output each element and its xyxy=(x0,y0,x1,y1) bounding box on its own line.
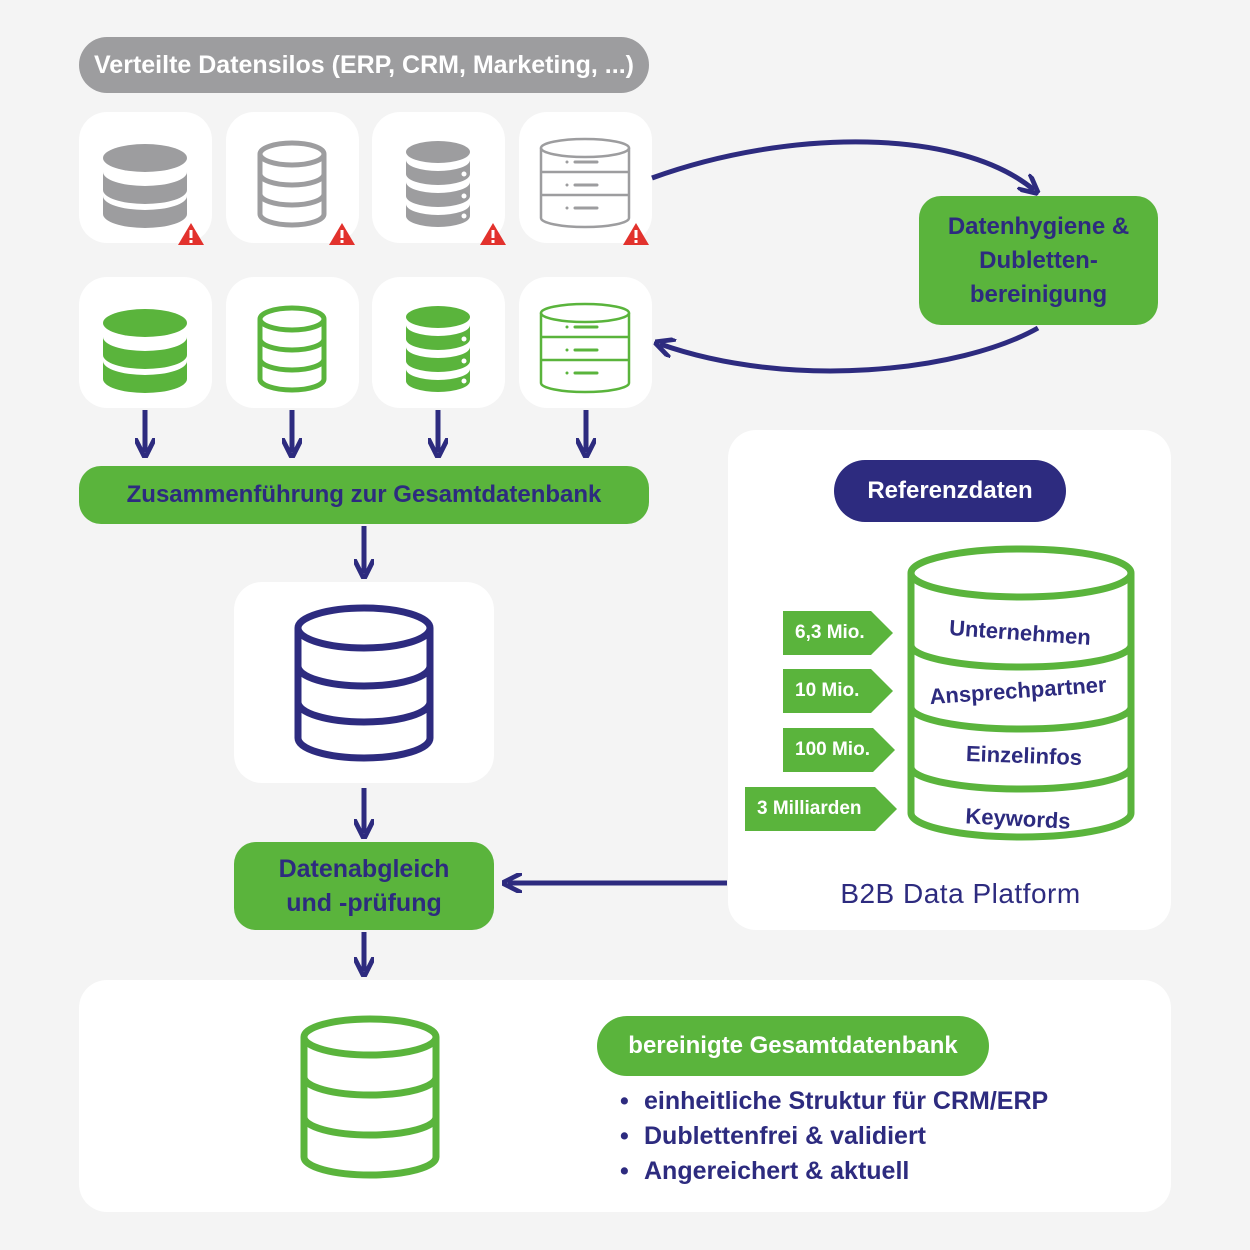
silo-card-clean-4 xyxy=(519,277,652,408)
platform-label: B2B Data Platform xyxy=(840,878,1081,909)
silo-card-raw-1 xyxy=(79,112,212,243)
merge-bar: Zusammenführung zur Gesamtdatenbank xyxy=(79,466,649,524)
count-tag-einzelinfos: 100 Mio. xyxy=(783,728,895,772)
warning-triangle-icon xyxy=(329,223,355,245)
result-bullet: Dublettenfrei & validiert xyxy=(620,1119,1048,1154)
silo-card-raw-4 xyxy=(519,112,652,243)
result-bullet: einheitliche Struktur für CRM/ERP xyxy=(620,1084,1048,1119)
arrow-silos-to-hygiene xyxy=(651,139,1034,190)
matching-line-1: Datenabgleich xyxy=(278,855,450,883)
matching-box: Datenabgleich und -prüfung xyxy=(234,842,494,930)
server-icon xyxy=(406,306,470,392)
database-icon xyxy=(103,144,187,228)
hygiene-line-3: bereinigung xyxy=(969,280,1108,308)
warning-triangle-icon xyxy=(480,223,506,245)
reference-database-icon xyxy=(907,545,1135,841)
database-outline-icon xyxy=(257,140,327,228)
result-bullet-list: einheitliche Struktur für CRM/ERP Dublet… xyxy=(620,1084,1048,1189)
database-outline-icon xyxy=(294,604,434,762)
hygiene-box: Datenhygiene & Dubletten- bereinigung xyxy=(919,196,1158,325)
count-tag-ansprechpartner: 10 Mio. xyxy=(783,669,893,713)
matching-line-2: und -prüfung xyxy=(286,889,442,917)
result-title: bereinigte Gesamtdatenbank xyxy=(597,1016,989,1076)
silo-card-clean-3 xyxy=(372,277,505,408)
merged-database-card xyxy=(234,582,494,783)
silo-card-raw-3 xyxy=(372,112,505,243)
database-outline-icon xyxy=(257,305,327,393)
silo-card-raw-2 xyxy=(226,112,359,243)
count-tag-unternehmen: 6,3 Mio. xyxy=(783,611,893,655)
server-outline-icon xyxy=(539,302,631,394)
server-outline-icon xyxy=(539,137,631,229)
server-icon xyxy=(406,141,470,227)
clean-database-icon xyxy=(300,1015,440,1179)
hygiene-line-1: Datenhygiene & xyxy=(947,212,1130,240)
silos-header: Verteilte Datensilos (ERP, CRM, Marketin… xyxy=(79,37,649,93)
arrow-hygiene-to-silos xyxy=(660,325,1040,374)
database-icon xyxy=(103,309,187,393)
count-tag-keywords: 3 Milliarden xyxy=(745,787,897,831)
result-bullet: Angereichert & aktuell xyxy=(620,1154,1048,1189)
warning-triangle-icon xyxy=(623,223,649,245)
silo-card-clean-2 xyxy=(226,277,359,408)
silo-card-clean-1 xyxy=(79,277,212,408)
warning-triangle-icon xyxy=(178,223,204,245)
hygiene-line-2: Dubletten- xyxy=(979,246,1098,274)
reference-title: Referenzdaten xyxy=(834,460,1066,522)
